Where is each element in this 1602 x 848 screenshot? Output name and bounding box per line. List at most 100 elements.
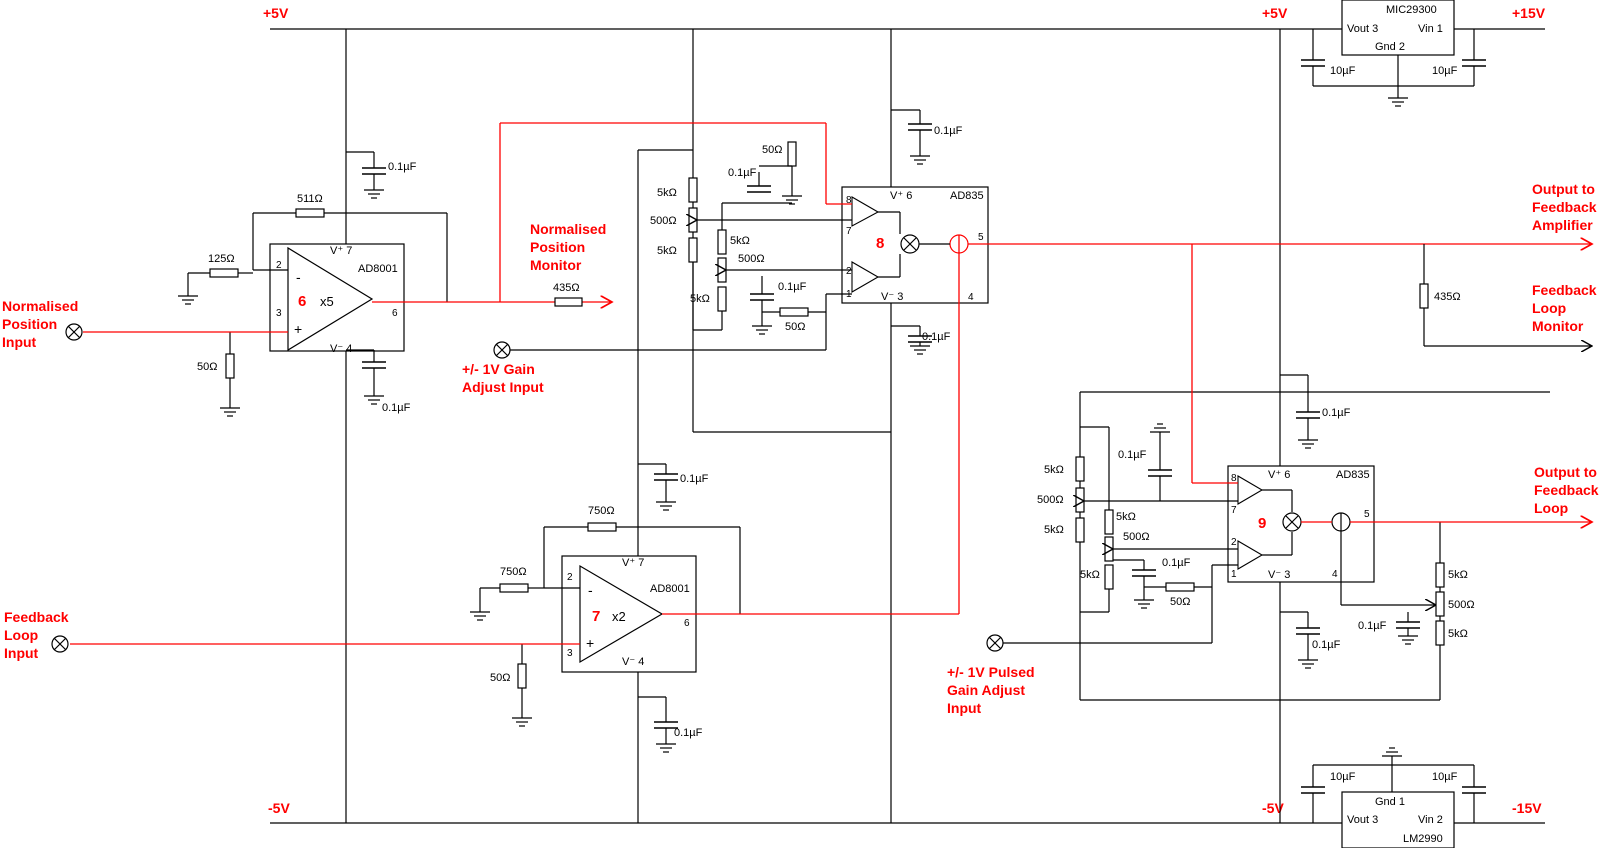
chip7-rin: 750Ω — [500, 566, 527, 578]
opamp-7-ad8001: V⁺ 7 V⁻ 4 AD8001 7 x2 - + 2 3 6 750Ω 750… — [469, 463, 741, 753]
chip8-pot: 500Ω — [650, 215, 677, 227]
chip7-rterm: 50Ω — [490, 672, 510, 684]
chip8-cap-vm: 0.1µF — [922, 331, 951, 343]
chip6-minus: - — [296, 269, 301, 285]
input-connectors[interactable] — [51, 323, 1004, 653]
chip9-pin2: 2 — [1231, 537, 1237, 548]
reg-top-name: MIC29300 — [1386, 4, 1437, 16]
chip6-cap-bot: 0.1µF — [382, 402, 411, 414]
chip9-pot2: 500Ω — [1123, 531, 1150, 543]
chip7-plus: + — [586, 635, 594, 651]
chip7-vplus: V⁺ 7 — [622, 557, 644, 569]
signal-paths — [70, 122, 1592, 645]
chip7-number: 7 — [592, 608, 600, 625]
chip6-gain: x5 — [320, 294, 334, 309]
rail-label-pos5-left: +5V — [263, 5, 289, 21]
pos-monitor-res: 435Ω — [553, 282, 580, 294]
signal-labels: Normalised Position Input Normalised Pos… — [2, 181, 1599, 716]
reg-top-vin: Vin 1 — [1418, 23, 1443, 35]
multiplier-8-ad835: 8 V⁺ 6 V⁻ 3 AD835 8 7 2 1 5 4 5kΩ 500Ω 5… — [510, 109, 989, 433]
monitor-resistors: 435Ω 435Ω — [553, 244, 1592, 346]
chip8-vplus: V⁺ 6 — [890, 190, 912, 202]
chip6-pin3: 3 — [276, 308, 282, 319]
reg-bot-vin: Vin 2 — [1418, 814, 1443, 826]
chip6-rfb: 511Ω — [297, 193, 323, 205]
label-gain-adjust-2: Adjust Input — [462, 379, 544, 395]
chip8-r-50b: 50Ω — [785, 321, 805, 333]
reg-bot-gnd: Gnd 1 — [1375, 796, 1405, 808]
chip9-pin4: 4 — [1332, 569, 1338, 580]
chip6-part: AD8001 — [358, 263, 398, 275]
label-out-fb-amp-2: Feedback — [1532, 199, 1597, 215]
label-fb-loop-monitor-3: Monitor — [1532, 318, 1584, 334]
label-out-fb-loop-1: Output to — [1534, 464, 1597, 480]
chip6-rin: 125Ω — [208, 253, 235, 265]
chip7-pin3: 3 — [567, 648, 573, 659]
chip7-rfb: 750Ω — [588, 505, 615, 517]
chip7-vminus: V⁻ 4 — [622, 656, 644, 668]
chip9-r-bot: 5kΩ — [1044, 524, 1064, 536]
chip8-r-50: 50Ω — [762, 144, 782, 156]
reg-bot-name: LM2990 — [1403, 833, 1443, 845]
reg-bot-vout: Vout 3 — [1347, 814, 1378, 826]
chip9-pot: 500Ω — [1037, 494, 1064, 506]
label-norm-pos-input-2: Position — [2, 316, 57, 332]
fb-loop-input-connector[interactable] — [51, 635, 69, 653]
label-pulsed-gain-1: +/- 1V Pulsed — [947, 664, 1035, 680]
chip8-r2-bot: 5kΩ — [690, 293, 710, 305]
chip6-pin2: 2 — [276, 260, 282, 271]
chip9-r-out-bot: 5kΩ — [1448, 628, 1468, 640]
chip8-pin4: 4 — [968, 292, 974, 303]
chip6-plus: + — [294, 321, 302, 337]
chip9-cap-c: 0.1µF — [1358, 620, 1387, 632]
chip8-number: 8 — [876, 235, 884, 252]
chip6-pin6: 6 — [392, 308, 398, 319]
chip8-r2-top: 5kΩ — [730, 235, 750, 247]
fb-monitor-res: 435Ω — [1434, 291, 1461, 303]
label-norm-pos-monitor-3: Monitor — [530, 257, 582, 273]
norm-pos-input-connector[interactable] — [65, 323, 83, 341]
chip8-pin7: 7 — [846, 226, 852, 237]
chip7-part: AD8001 — [650, 583, 690, 595]
label-out-fb-amp-1: Output to — [1532, 181, 1595, 197]
chip7-minus: - — [588, 582, 593, 598]
reg-top-vout: Vout 3 — [1347, 23, 1378, 35]
chip9-vminus: V⁻ 3 — [1268, 569, 1290, 581]
reg-top-cap-left: 10µF — [1330, 65, 1356, 77]
chip9-cap-vm: 0.1µF — [1312, 639, 1341, 651]
label-norm-pos-input-3: Input — [2, 334, 37, 350]
chip7-gain: x2 — [612, 609, 626, 624]
gain-adjust-connector[interactable] — [493, 341, 511, 359]
chip9-pin1: 1 — [1231, 569, 1237, 580]
label-norm-pos-monitor-2: Position — [530, 239, 585, 255]
chip9-r-top: 5kΩ — [1044, 464, 1064, 476]
chip6-rterm: 50Ω — [197, 361, 217, 373]
pulsed-gain-connector[interactable] — [986, 634, 1004, 652]
label-pulsed-gain-2: Gain Adjust — [947, 682, 1025, 698]
rail-label-neg5-left: -5V — [268, 800, 290, 816]
reg-bot-cap-right: 10µF — [1432, 771, 1458, 783]
rail-label-neg5-right: -5V — [1262, 800, 1284, 816]
label-pulsed-gain-3: Input — [947, 700, 982, 716]
chip7-pin6: 6 — [684, 618, 690, 629]
chip9-pin7: 7 — [1231, 505, 1237, 516]
label-norm-pos-monitor-1: Normalised — [530, 221, 606, 237]
chip7-cap-bot: 0.1µF — [674, 727, 703, 739]
chip8-pot2: 500Ω — [738, 253, 765, 265]
chip8-cap-b: 0.1µF — [778, 281, 807, 293]
chip8-pin8: 8 — [846, 195, 852, 206]
reg-top-cap-right: 10µF — [1432, 65, 1458, 77]
reg-bot-cap-left: 10µF — [1330, 771, 1356, 783]
chip6-vminus: V⁻ 4 — [330, 343, 352, 355]
label-fb-loop-input-2: Loop — [4, 627, 38, 643]
label-fb-loop-input-1: Feedback — [4, 609, 69, 625]
chip8-r-bot: 5kΩ — [657, 245, 677, 257]
chip8-r-top: 5kΩ — [657, 187, 677, 199]
chip6-number: 6 — [298, 293, 306, 310]
chip9-r2-top: 5kΩ — [1116, 511, 1136, 523]
chip8-part: AD835 — [950, 190, 984, 202]
chip9-pot-out: 500Ω — [1448, 599, 1475, 611]
label-fb-loop-monitor-1: Feedback — [1532, 282, 1597, 298]
chip9-cap-a: 0.1µF — [1118, 449, 1147, 461]
